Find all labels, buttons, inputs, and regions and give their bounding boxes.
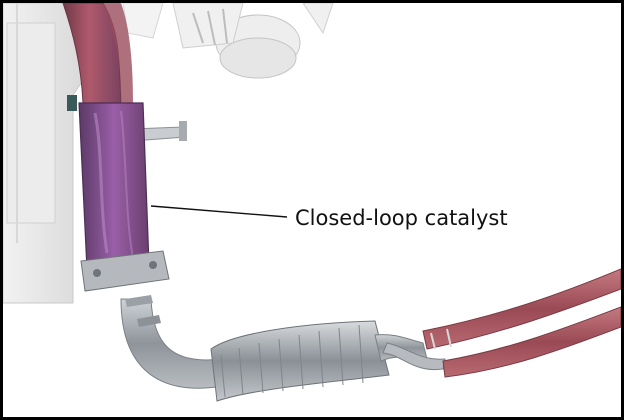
closed-loop-catalyst <box>79 103 149 269</box>
tailpipes <box>423 269 621 377</box>
muffler <box>211 321 389 401</box>
callout-leader-line <box>151 206 287 217</box>
engine-top-components <box>123 3 333 78</box>
exhaust-bend-pipe <box>121 295 221 388</box>
callout-label-closed-loop-catalyst: Closed-loop catalyst <box>295 205 508 231</box>
